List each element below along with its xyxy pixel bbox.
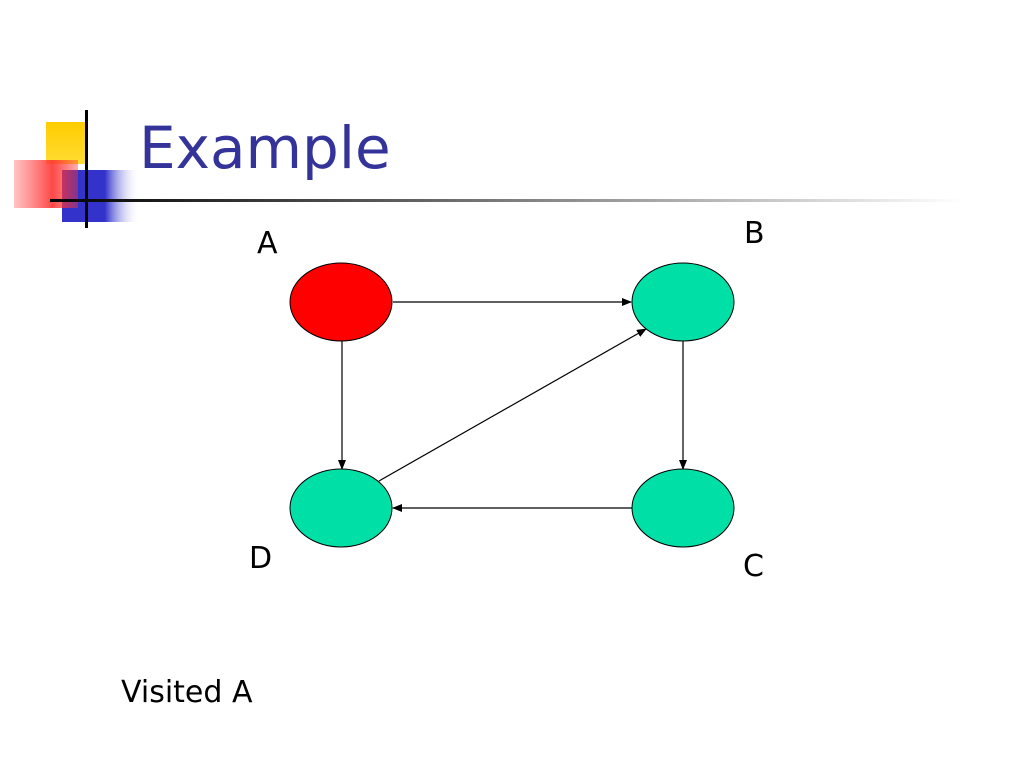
title-underline bbox=[50, 199, 962, 202]
edges bbox=[338, 298, 687, 512]
deco-yellow-square bbox=[46, 122, 88, 164]
node-c-label: C bbox=[743, 549, 764, 584]
node-c bbox=[631, 468, 735, 548]
edge-d-to-b bbox=[378, 328, 647, 482]
deco-vertical-rule bbox=[85, 110, 88, 228]
status-text: Visited A bbox=[121, 675, 253, 710]
node-d-label: D bbox=[249, 541, 272, 576]
slide-title: Example bbox=[139, 114, 391, 182]
node-d bbox=[289, 468, 393, 548]
node-a bbox=[289, 262, 393, 342]
node-b bbox=[631, 262, 735, 342]
nodes bbox=[289, 262, 735, 548]
title-decoration bbox=[14, 110, 962, 228]
node-b-label: B bbox=[744, 216, 765, 251]
node-a-label: A bbox=[257, 226, 278, 261]
node-labels: A B C D bbox=[249, 216, 765, 584]
